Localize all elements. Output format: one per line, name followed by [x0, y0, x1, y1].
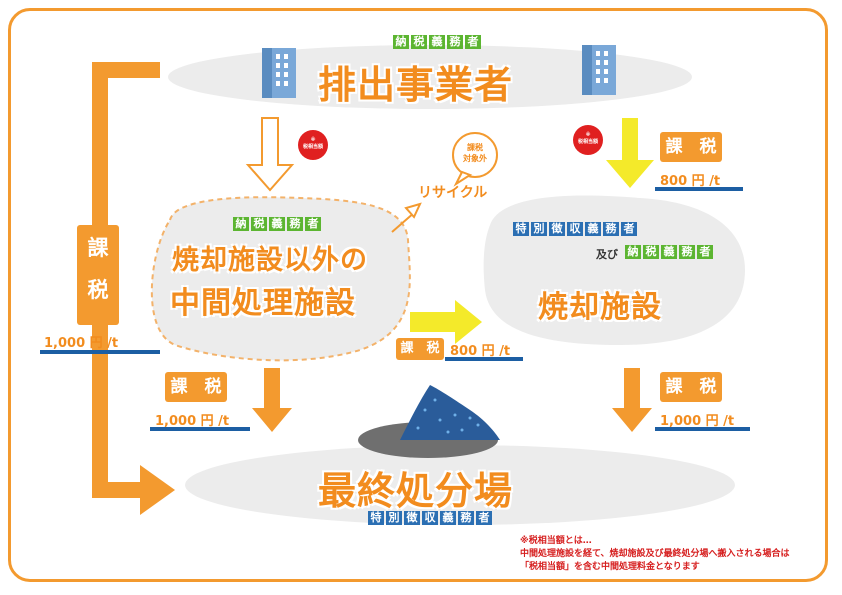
- tax-underline-bottom-left: [150, 427, 250, 431]
- tax-price-left: 1,000 円 /t: [44, 336, 119, 351]
- tax-label-bottom-left: 課 税: [165, 372, 227, 402]
- footnote-line3: 「税相当額」を含む中間処理料金となります: [520, 562, 700, 572]
- top-node-title: 排出事業者: [318, 63, 514, 107]
- intermediate-blob: [150, 196, 411, 362]
- intermediate-title-line1: 焼却施設以外の: [172, 245, 368, 276]
- tax-underline-top-right: [655, 187, 743, 191]
- yellow-right-arrow: [410, 300, 482, 344]
- outer-frame: [8, 8, 828, 582]
- tax-underline-left: [40, 350, 160, 354]
- intermediate-title-line2: 中間処理施設: [170, 286, 356, 321]
- tax-equivalent-badge-right: ※ 税相当額: [573, 125, 603, 155]
- final-role-tag: 特別徴収義務者: [368, 511, 492, 525]
- hollow-down-arrow: [245, 117, 295, 192]
- left-flow-arrowhead: [140, 465, 175, 515]
- incinerator-oyobi: 及び: [596, 248, 618, 261]
- footnote-line1: ※税相当額とは…: [520, 536, 592, 546]
- intermediate-role-tag: 納税義務者: [233, 217, 321, 231]
- final-node-title: 最終処分場: [318, 469, 514, 513]
- orange-down-arrow-left: [252, 368, 292, 432]
- incinerator-title: 焼却施設: [538, 290, 662, 325]
- building-icon-left: [262, 48, 296, 98]
- tax-equivalent-badge-left: ※ 税相当額: [298, 130, 328, 160]
- tax-price-bottom-right: 1,000 円 /t: [660, 414, 735, 429]
- incinerator-blob: [483, 195, 745, 345]
- recycle-bubble: [452, 132, 498, 187]
- tax-label-middle: 課 税: [396, 338, 444, 360]
- tax-price-middle: 800 円 /t: [450, 344, 511, 359]
- building-icon-right: [582, 45, 616, 95]
- tax-label-bottom-right: 課 税: [660, 372, 722, 402]
- landfill-mound-icon: [358, 385, 500, 458]
- final-blob: [185, 445, 735, 525]
- tax-underline-middle: [445, 357, 523, 361]
- incinerator-role-tag-green: 納税義務者: [625, 245, 713, 259]
- yellow-down-arrow: [606, 118, 654, 188]
- tax-price-top-right: 800 円 /t: [660, 174, 721, 189]
- recycle-bubble-text: 課税 対象外: [463, 143, 487, 163]
- tax-price-bottom-left: 1,000 円 /t: [155, 414, 230, 429]
- footnote-line2: 中間処理施設を経て、焼却施設及び最終処分場へ搬入される場合は: [520, 549, 790, 559]
- top-blob: [168, 45, 692, 109]
- incinerator-role-tag-blue: 特別徴収義務者: [513, 222, 637, 236]
- tax-label-left-vertical: 課 税: [77, 225, 119, 325]
- recycle-arrow: [391, 202, 422, 233]
- tax-label-top-right: 課 税: [660, 132, 722, 162]
- top-role-tag: 納税義務者: [393, 35, 481, 49]
- tax-underline-bottom-right: [655, 427, 750, 431]
- orange-down-arrow-right: [612, 368, 652, 432]
- recycle-label: リサイクル: [418, 185, 488, 201]
